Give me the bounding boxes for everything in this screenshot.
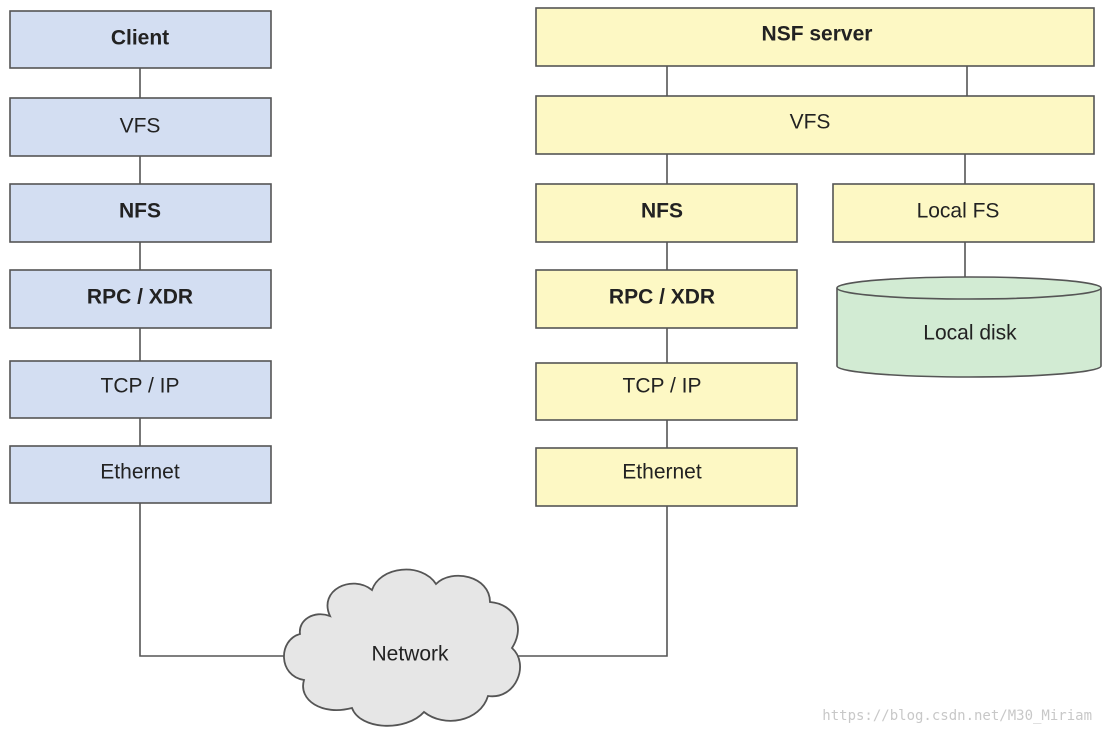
client-ethernet-box: [9, 445, 272, 504]
server-tcp-box: [535, 362, 798, 421]
client-nfs-label: NFS: [119, 200, 161, 223]
client-ethernet-label: Ethernet: [100, 461, 180, 484]
server-rpc-label: RPC / XDR: [609, 286, 715, 309]
client-vfs-box: [9, 97, 272, 157]
server-vfs-label: VFS: [790, 111, 831, 134]
client-connectors: [139, 68, 300, 657]
server-local-fs-box: [832, 183, 1095, 243]
server-network-link: [512, 506, 668, 657]
server-nfs-label: NFS: [641, 200, 683, 223]
client-title: Client: [111, 27, 169, 50]
server-ethernet-box: [535, 447, 798, 507]
client-rpc-label: RPC / XDR: [87, 286, 193, 309]
cloud-shape: [283, 568, 521, 727]
server-tcp-label: TCP / IP: [623, 375, 702, 398]
client-stack: Client VFS NFS RPC / XDR TCP / IP Ethern…: [9, 10, 272, 504]
server-vfs-box: [535, 95, 1095, 155]
client-nfs-box: [9, 183, 272, 243]
local-disk-cylinder: Local disk: [836, 276, 1102, 378]
server-nfs-box: [535, 183, 798, 243]
client-vfs-label: VFS: [120, 115, 161, 138]
local-disk-label: Local disk: [923, 322, 1017, 345]
network-cloud: Network: [283, 568, 521, 727]
disk-body: [836, 288, 1102, 378]
server-title: NSF server: [762, 23, 873, 46]
client-title-box: [9, 10, 272, 69]
server-connectors: [512, 66, 968, 657]
server-rpc-box: [535, 269, 798, 329]
client-network-link: [139, 503, 300, 657]
server-stack: NSF server VFS NFS Local FS RPC / XDR TC…: [535, 7, 1095, 507]
server-local-fs-label: Local FS: [917, 200, 1000, 223]
client-rpc-box: [9, 269, 272, 329]
network-label: Network: [371, 643, 449, 666]
disk-top: [836, 276, 1102, 300]
server-ethernet-label: Ethernet: [622, 461, 702, 484]
client-tcp-label: TCP / IP: [101, 375, 180, 398]
watermark: https://blog.csdn.net/M30_Miriam: [822, 708, 1092, 724]
client-tcp-box: [9, 360, 272, 419]
server-title-box: [535, 7, 1095, 67]
